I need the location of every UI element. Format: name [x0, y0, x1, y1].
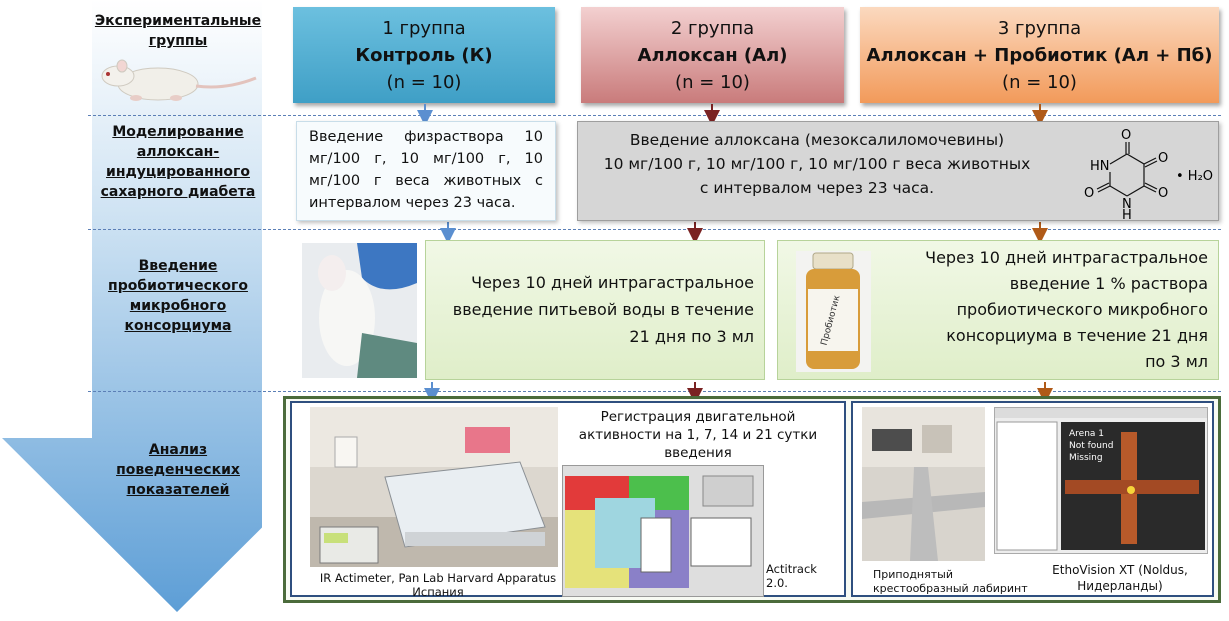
alloxan-line: Введение аллоксана (мезоксалиломочевины)	[629, 131, 1005, 149]
stage-label-line: индуцированного	[106, 164, 250, 180]
stage-label-groups: Экспериментальные группы	[90, 11, 266, 51]
group-title: 2 группа	[670, 18, 755, 39]
water-line: введение питьевой воды в течение	[452, 300, 754, 319]
probiotic-bottle-photo: Пробиотик	[796, 251, 871, 372]
water-line: Через 10 дней интрагастральное	[471, 273, 754, 292]
control-saline-text: Введение физраствора 10 мг/100 г, 10 мг/…	[309, 129, 543, 211]
elevated-plus-maze-photo	[862, 407, 985, 561]
ethovision-screenshot: Arena 1 Not found Missing	[994, 407, 1208, 554]
caption-line: Нидерланды)	[1077, 579, 1163, 593]
caption-line: EthoVision XT (Noldus,	[1052, 563, 1188, 577]
stage-label-line: Экспериментальные	[94, 13, 262, 29]
group-1-header: 1 группа Контроль (К) (n = 10)	[293, 7, 555, 103]
water-box: Через 10 дней интрагастральное введение …	[425, 240, 765, 380]
actitrack-screenshot	[562, 465, 764, 597]
probiotic-line: пробиотического микробного	[956, 300, 1208, 319]
stage-label-line: Введение	[138, 258, 218, 274]
stage-label-modeling: Моделирование аллоксан- индуцированного …	[90, 122, 266, 202]
ir-actimeter-photo	[310, 407, 558, 567]
stage-label-line: поведенческих	[116, 462, 240, 478]
etho-overlay-text: Missing	[1069, 453, 1103, 463]
stage-label-line: Анализ	[148, 442, 208, 458]
group-n: (n = 10)	[1002, 72, 1077, 93]
stage-label-line: консорциума	[124, 318, 232, 334]
probiotic-line: по 3 мл	[1145, 352, 1208, 371]
stage-label-probiotic: Введение пробиотического микробного конс…	[90, 256, 266, 336]
molecule-atom: O	[1084, 186, 1094, 201]
molecule-atom: N	[1122, 197, 1132, 212]
probiotic-line: Через 10 дней интрагастральное	[925, 248, 1208, 267]
separator-2	[88, 229, 1221, 230]
separator-3	[88, 391, 1221, 392]
molecule-hydrate: • H₂O	[1176, 169, 1213, 184]
separator-1	[88, 115, 1221, 116]
water-line: 21 дня по 3 мл	[629, 327, 754, 346]
stage-label-line: показателей	[126, 482, 230, 498]
molecule-atom: O	[1121, 128, 1131, 143]
group-name: Аллоксан + Пробиотик (Ал + Пб)	[866, 45, 1213, 66]
registration-line: активности на 1, 7, 14 и 21 сутки	[578, 427, 818, 443]
molecule-atom: H	[1122, 208, 1132, 219]
group-n: (n = 10)	[675, 72, 750, 93]
caption-line: Приподнятый	[873, 568, 953, 581]
rat-image	[101, 59, 257, 101]
group-name: Контроль (К)	[355, 45, 493, 66]
registration-line: введения	[664, 445, 732, 461]
group-title: 1 группа	[382, 18, 466, 39]
actimeter-caption: IR Actimeter, Pan Lab Harvard Apparatus …	[313, 571, 563, 599]
rat-gavage-photo	[302, 243, 417, 378]
stage-label-line: Моделирование	[112, 124, 244, 140]
stage-label-analysis: Анализ поведенческих показателей	[90, 440, 266, 500]
etho-overlay-text: Arena 1	[1069, 429, 1104, 439]
molecule-atom: O	[1158, 151, 1168, 166]
probiotic-line: консорциума в течение 21 дня	[946, 326, 1208, 345]
group-n: (n = 10)	[386, 72, 462, 93]
caption-line: IR Actimeter, Pan Lab Harvard Apparatus	[319, 571, 557, 585]
stage-label-line: сахарного диабета	[100, 184, 256, 200]
group-2-header: 2 группа Аллоксан (Ал) (n = 10)	[581, 7, 844, 103]
caption-line: Actitrack	[766, 562, 817, 576]
process-arrow	[2, 0, 262, 612]
group-3-header: 3 группа Аллоксан + Пробиотик (Ал + Пб) …	[860, 7, 1219, 103]
actitrack-caption: Actitrack 2.0.	[766, 562, 817, 590]
alloxan-box: Введение аллоксана (мезоксалиломочевины)…	[577, 121, 1219, 221]
caption-line: крестообразный лабиринт	[873, 582, 1028, 595]
molecule-atom: HN	[1090, 159, 1110, 174]
molecule-atom: O	[1158, 186, 1168, 201]
probiotic-line: введение 1 % раствора	[1009, 274, 1208, 293]
group-name: Аллоксан (Ал)	[637, 45, 788, 66]
stage-label-line: группы	[148, 33, 208, 49]
alloxan-line: с интервалом через 23 часа.	[699, 179, 935, 197]
caption-line: 2.0.	[766, 576, 788, 590]
group-title: 3 группа	[997, 18, 1082, 39]
alloxan-line: 10 мг/100 г, 10 мг/100 г, 10 мг/100 г ве…	[603, 155, 1031, 173]
caption-line: Испания	[412, 585, 464, 599]
alloxan-molecule-diagram: O HN O O O N H • H₂O	[1084, 128, 1213, 219]
etho-caption: EthoVision XT (Noldus, Нидерланды)	[1030, 562, 1210, 594]
stage-label-line: аллоксан-	[136, 144, 220, 160]
stage-label-line: пробиотического	[108, 278, 248, 294]
etho-overlay-text: Not found	[1069, 441, 1113, 451]
control-saline-box: Введение физраствора 10 мг/100 г, 10 мг/…	[296, 121, 556, 221]
stage-label-line: микробного	[129, 298, 227, 314]
maze-caption: Приподнятый крестообразный лабиринт	[873, 568, 1028, 596]
registration-line: Регистрация двигательной	[600, 409, 796, 425]
registration-text: Регистрация двигательной активности на 1…	[568, 408, 828, 462]
